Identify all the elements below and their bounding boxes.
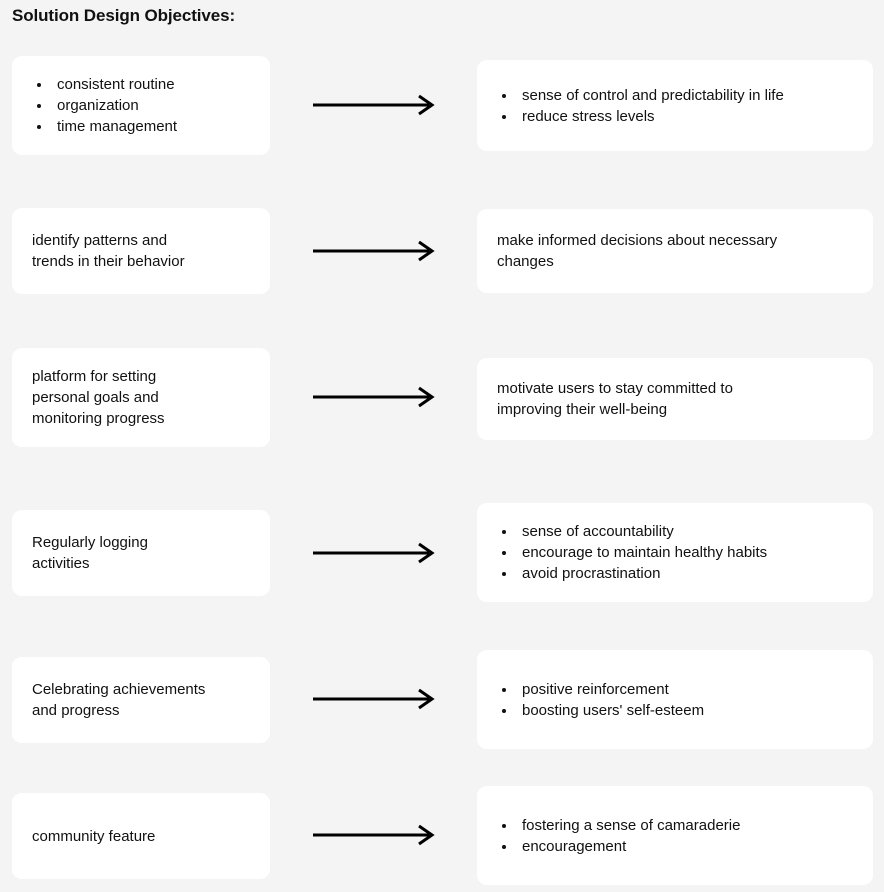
list-item: organization [37, 95, 252, 116]
right-arrow-icon [311, 93, 437, 117]
list-item: boosting users' self-esteem [502, 700, 855, 721]
card-text: platform for setting personal goals and … [32, 368, 165, 427]
list-item: encouragement [502, 836, 855, 857]
objective-card-left[interactable]: Regularly logging activities [12, 510, 270, 596]
objective-card-left[interactable]: platform for setting personal goals and … [12, 348, 270, 447]
list-item: avoid procrastination [502, 563, 855, 584]
card-bullet-list: sense of control and predictability in l… [477, 85, 873, 127]
objective-card-right[interactable]: make informed decisions about necessary … [477, 209, 873, 293]
card-text: identify patterns and trends in their be… [32, 232, 185, 270]
objective-card-left[interactable]: Celebrating achievements and progress [12, 657, 270, 743]
card-text: motivate users to stay committed to impr… [497, 380, 733, 418]
right-arrow-icon [311, 239, 437, 263]
objective-card-left[interactable]: identify patterns and trends in their be… [12, 208, 270, 294]
objective-card-right[interactable]: sense of control and predictability in l… [477, 60, 873, 151]
list-item: sense of accountability [502, 521, 855, 542]
card-text: Celebrating achievements and progress [32, 681, 206, 719]
right-arrow-icon [311, 541, 437, 565]
page-title: Solution Design Objectives: [12, 6, 236, 25]
card-text: make informed decisions about necessary … [497, 232, 778, 270]
list-item: sense of control and predictability in l… [502, 85, 855, 106]
list-item: reduce stress levels [502, 106, 855, 127]
list-item: consistent routine [37, 74, 252, 95]
list-item: encourage to maintain healthy habits [502, 542, 855, 563]
right-arrow-icon [311, 385, 437, 409]
list-item: time management [37, 116, 252, 137]
objective-card-right[interactable]: motivate users to stay committed to impr… [477, 358, 873, 440]
list-item: positive reinforcement [502, 679, 855, 700]
right-arrow-icon [311, 823, 437, 847]
right-arrow-icon [311, 687, 437, 711]
list-item: fostering a sense of camaraderie [502, 815, 855, 836]
objective-card-left[interactable]: community feature [12, 793, 270, 879]
card-text: community feature [32, 827, 156, 845]
card-text: Regularly logging activities [32, 534, 148, 572]
